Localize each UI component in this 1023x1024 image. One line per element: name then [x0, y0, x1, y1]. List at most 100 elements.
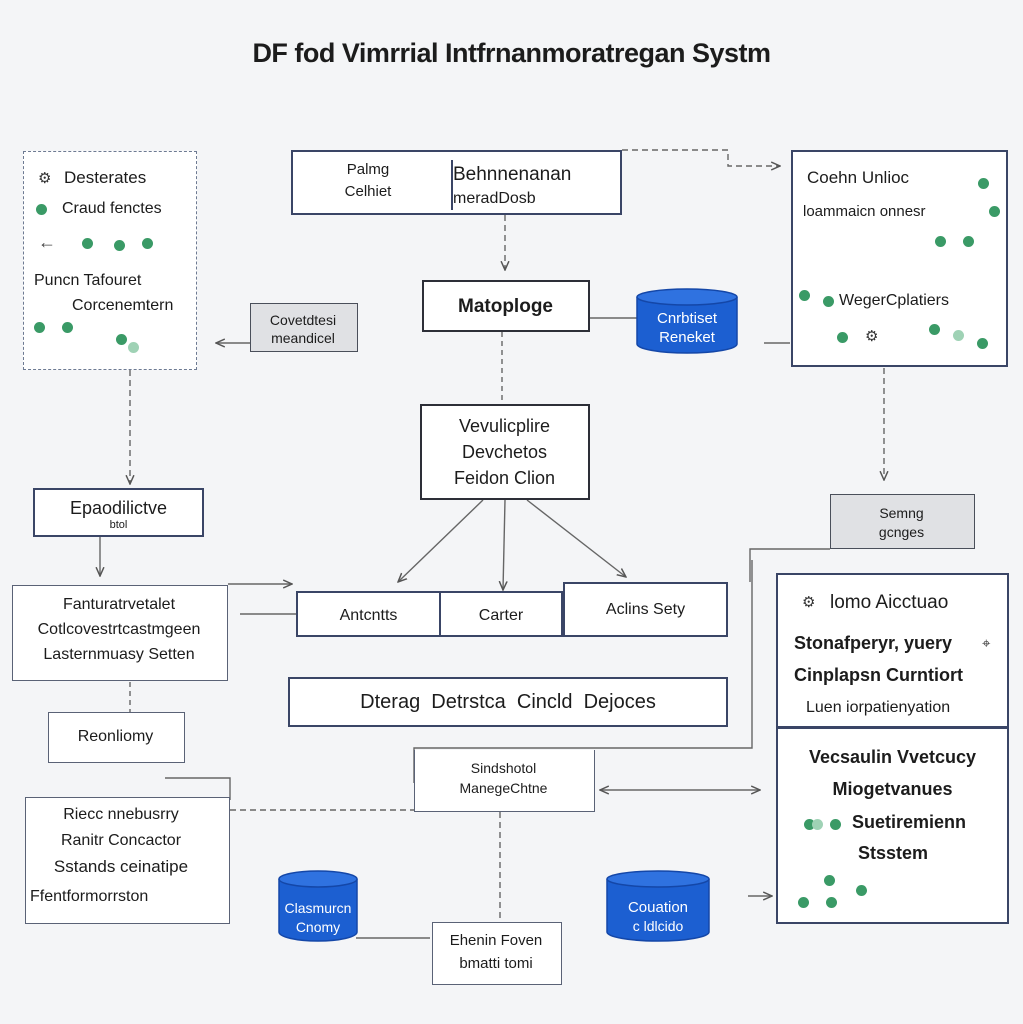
right-top-line: Luen iorpatienyation	[806, 699, 951, 716]
top-center-left-label: Palmg	[346, 161, 390, 178]
database-icon	[606, 870, 710, 942]
top-center-title: Behnnenanan	[453, 164, 572, 185]
left-panel-heading: Desterates	[64, 168, 147, 187]
lock-icon: ⌖	[982, 635, 991, 652]
row3-box: Antcntts	[296, 591, 441, 637]
wide-bar-label: Dterag Detrstca Cincld Dejoces	[360, 691, 656, 713]
right-panel-line: WegerCplatiers	[839, 292, 949, 309]
matoploge-box: Matoploge	[422, 280, 590, 332]
status-dot	[823, 296, 834, 307]
status-dot	[798, 897, 809, 908]
left-mid-box: Fanturatrvetalet Cotlcovestrtcastmgeen L…	[12, 585, 228, 681]
gear-icon: ⚙	[802, 594, 816, 611]
left-bottom-box: Riecc nnebusrry Ranitr Concactor Sstands…	[25, 797, 230, 924]
center-box-line: Feidon Clion	[453, 468, 556, 488]
status-dot	[824, 875, 835, 886]
reonliomy-box: Reonliomy	[48, 712, 185, 763]
row3-box: Carter	[439, 591, 563, 637]
status-dot	[978, 178, 989, 189]
database-label: Reneket	[659, 329, 715, 346]
bottom-box: Ehenin Foven bmatti tomi	[432, 922, 562, 985]
row3-label: Antcntts	[339, 607, 398, 624]
right-bottom-line: Stsstem	[858, 843, 929, 863]
left-mid-line: Lasternmuasy Setten	[43, 646, 195, 663]
right-panel: Coehn Unlioc loammaicn onnesr WegerCplat…	[791, 150, 1008, 367]
status-dot	[830, 819, 841, 830]
smaller-label: ManegeChtne	[459, 780, 548, 796]
gear-icon: ⚙	[38, 170, 52, 187]
epaodi-title: Epaodilictve	[69, 498, 168, 518]
database-label: Cnrbtiset	[656, 310, 718, 327]
left-mid-line: Fanturatrvetalet	[62, 596, 176, 613]
grey-right-label: gcnges	[878, 524, 925, 540]
status-dot	[114, 240, 125, 251]
status-dot	[128, 342, 139, 353]
right-top-line: Stonafperyr, yuery	[794, 633, 953, 653]
epaodi-box: Epaodilictve btol	[33, 488, 204, 537]
smaller-label: Sindshotol	[470, 760, 537, 776]
top-center-box: Palmg Celhiet Behnnenanan meradDosb	[291, 150, 622, 215]
row3-box: Aclins Sety	[563, 582, 728, 637]
status-dot	[799, 290, 810, 301]
status-dot	[812, 819, 823, 830]
grey-left-label: meandicel	[271, 330, 335, 346]
left-bottom-line: Riecc nnebusrry	[63, 806, 179, 823]
epaodi-sub: btol	[109, 519, 128, 531]
status-dot	[804, 819, 815, 830]
center-box-line: Devchetos	[461, 442, 548, 462]
top-center-left-label: Celhiet	[344, 183, 392, 200]
status-dot	[953, 330, 964, 341]
database-icon	[278, 870, 358, 942]
left-bottom-line: Ranitr Concactor	[60, 832, 182, 849]
status-dot	[142, 238, 153, 249]
database-label: Cnomy	[295, 919, 341, 935]
status-dot	[977, 338, 988, 349]
status-dot	[856, 885, 867, 896]
status-dot	[989, 206, 1000, 217]
status-dot	[36, 204, 47, 215]
status-dot	[929, 324, 940, 335]
row3-label: Carter	[478, 607, 524, 624]
bottom-box-line: Ehenin Foven	[449, 932, 543, 949]
diagram-title: DF fod Vimrrial Intfrnanmoratregan Systm	[252, 38, 771, 68]
gear-icon: ⚙	[865, 328, 879, 345]
left-mid-line: Cotlcovestrtcastmgeen	[37, 621, 201, 638]
row3-label: Aclins Sety	[605, 601, 686, 618]
status-dot	[826, 897, 837, 908]
right-top-line: Cinplapsn Curntiort	[794, 665, 963, 685]
grey-left-label: Covetdtesi	[269, 312, 337, 328]
left-panel: ⚙ Desterates Craud fenctes ← Puncn Tafou…	[23, 151, 197, 370]
bottom-box-line: bmatti tomi	[459, 955, 533, 972]
center-box-line: Vevulicplire	[458, 416, 551, 436]
status-dot	[34, 322, 45, 333]
arrow-left-icon: ←	[38, 232, 56, 252]
left-panel-line: Corcenemtern	[72, 297, 174, 314]
right-top-box: ⚙ lomo Aicctuao Stonafperyr, yuery ⌖ Cin…	[776, 573, 1009, 728]
status-dot	[116, 334, 127, 345]
matoploge-label: Matoploge	[458, 296, 553, 317]
database-label: Clasmurcn	[284, 900, 352, 916]
divider	[451, 160, 453, 210]
grey-left-box: Covetdtesi meandicel	[250, 303, 358, 352]
status-dot	[837, 332, 848, 343]
left-bottom-line: Sstands ceinatipe	[53, 857, 189, 876]
grey-right-box: Semng gcnges	[830, 494, 975, 549]
status-dot	[82, 238, 93, 249]
right-panel-line: loammaicn onnesr	[803, 203, 926, 220]
reonliomy-label: Reonliomy	[77, 728, 154, 745]
right-top-heading: lomo Aicctuao	[830, 592, 949, 613]
right-bottom-line: Suetiremienn	[852, 812, 967, 832]
left-bottom-line: Ffentformorrston	[30, 888, 149, 905]
left-panel-line: Craud fenctes	[62, 200, 162, 217]
left-panel-line: Puncn Tafouret	[34, 272, 142, 289]
right-bottom-line: Miogetvanues	[832, 779, 953, 799]
top-center-subtitle: meradDosb	[453, 190, 536, 207]
status-dot	[62, 322, 73, 333]
right-bottom-line: Vecsaulin Vvetcucy	[808, 747, 977, 767]
wide-bar: Dterag Detrstca Cincld Dejoces	[288, 677, 728, 727]
grey-right-label: Semng	[879, 505, 924, 521]
right-bottom-box: Vecsaulin Vvetcucy Miogetvanues Suetirem…	[776, 727, 1009, 924]
right-panel-heading: Coehn Unlioc	[807, 168, 910, 187]
status-dot	[963, 236, 974, 247]
